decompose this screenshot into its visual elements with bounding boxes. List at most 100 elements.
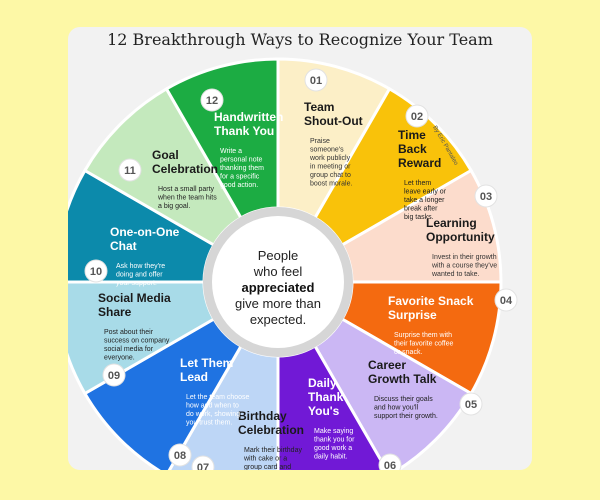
- center-text-1: People: [258, 248, 298, 263]
- segment-desc-03: with a course they've: [431, 263, 497, 270]
- segment-desc-07: group card and: [244, 464, 291, 470]
- segment-desc-08: do work, showing: [186, 411, 240, 418]
- number-label-11: 11: [124, 165, 136, 177]
- number-label-10: 10: [90, 266, 102, 278]
- segment-desc-12: for a specific: [220, 174, 260, 181]
- segment-desc-02: leave early or: [404, 189, 447, 196]
- segment-desc-10: doing and offer: [116, 272, 163, 279]
- number-label-01: 01: [310, 75, 322, 87]
- segment-title-08: Let Them: [180, 356, 233, 370]
- segment-desc-06: daily habit.: [314, 454, 348, 461]
- segment-desc-01: in meeting or: [310, 164, 351, 171]
- segment-title-06: Daily: [308, 376, 337, 390]
- segment-title-09: Share: [98, 305, 132, 319]
- segment-desc-05: and how you'll: [374, 405, 419, 412]
- segment-title-02: Back: [398, 142, 427, 156]
- segment-desc-10: your support.: [116, 280, 157, 287]
- segment-desc-09: social media for: [104, 346, 154, 353]
- segment-desc-09: everyone.: [104, 355, 135, 362]
- segment-desc-01: group chat to: [310, 172, 351, 179]
- segment-title-03: Learning: [426, 216, 477, 230]
- number-label-08: 08: [174, 450, 186, 462]
- segment-title-06: Thank: [308, 390, 344, 404]
- segment-desc-10: Ask how they're: [116, 263, 165, 270]
- segment-desc-09: Post about their: [104, 329, 154, 336]
- segment-title-05: Growth Talk: [368, 372, 437, 386]
- segment-title-11: Celebration: [152, 162, 218, 176]
- segment-title-12: Thank You: [214, 124, 274, 138]
- number-badge-09: [102, 363, 126, 387]
- segment-desc-05: support their growth.: [374, 413, 438, 420]
- page-title: 12 Breakthrough Ways to Recognize Your T…: [107, 30, 493, 49]
- segment-title-04: Favorite Snack: [388, 294, 474, 308]
- segment-title-02: Reward: [398, 156, 441, 170]
- segment-title-04: Surprise: [388, 308, 437, 322]
- segment-title-07: Birthday: [238, 409, 287, 423]
- segment-desc-01: work publicly: [309, 155, 351, 162]
- segment-title-07: Celebration: [238, 423, 304, 437]
- number-badge-06: [378, 453, 402, 470]
- number-label-03: 03: [480, 191, 492, 203]
- segment-desc-11: when the team hits: [157, 195, 217, 202]
- number-badge-12: [200, 88, 224, 112]
- number-label-12: 12: [206, 95, 218, 107]
- segment-desc-06: thank you for: [314, 437, 355, 444]
- segment-desc-07: Mark their birthday: [244, 447, 302, 454]
- segment-title-01: Team: [304, 100, 334, 114]
- number-label-06: 06: [384, 460, 396, 470]
- segment-desc-12: good action.: [220, 182, 258, 189]
- segment-desc-06: good work a: [314, 445, 352, 452]
- number-label-09: 09: [108, 370, 120, 382]
- segment-desc-07: with cake or a: [243, 456, 287, 463]
- segment-desc-03: Invest in their growth: [432, 254, 497, 261]
- segment-desc-12: Write a: [220, 148, 242, 155]
- segment-desc-01: Praise: [310, 138, 330, 145]
- segment-desc-08: how and when to: [186, 403, 239, 410]
- segment-desc-02: big tasks.: [404, 214, 434, 221]
- number-label-02: 02: [411, 111, 423, 123]
- segment-desc-02: Let them: [404, 180, 431, 187]
- number-badge-01: [304, 68, 328, 92]
- number-badge-11: [118, 158, 142, 182]
- segment-desc-02: take a longer: [404, 197, 445, 204]
- segment-desc-04: their favorite coffee: [394, 341, 454, 348]
- segment-desc-08: Let the team choose: [186, 394, 250, 401]
- segment-title-09: Social Media: [98, 291, 171, 305]
- segment-desc-01: someone's: [310, 147, 344, 154]
- number-badge-02: [405, 104, 429, 128]
- segment-desc-08: you trust them.: [186, 420, 232, 427]
- segment-title-01: Shout-Out: [304, 114, 363, 128]
- segment-desc-03: wanted to take.: [431, 271, 480, 278]
- center-text-4: give more than: [235, 296, 321, 311]
- number-label-05: 05: [465, 399, 477, 411]
- segment-desc-12: personal note: [220, 157, 263, 164]
- segment-desc-05: Discuss their goals: [374, 396, 433, 403]
- number-label-04: 04: [500, 295, 513, 307]
- segment-title-05: Career: [368, 358, 406, 372]
- segment-desc-04: or snack.: [394, 349, 422, 356]
- segment-title-02: Time: [398, 128, 426, 142]
- center-text-2: who feel: [253, 264, 303, 279]
- segment-desc-01: boost morale.: [310, 181, 352, 188]
- segment-title-10: One-on-One: [110, 225, 180, 239]
- segment-desc-06: Make saying: [314, 428, 353, 435]
- segment-desc-11: Host a small party: [158, 186, 215, 193]
- number-badge-08: [168, 443, 192, 467]
- number-label-07: 07: [197, 462, 209, 470]
- segment-desc-09: success on company: [104, 338, 170, 345]
- segment-title-11: Goal: [152, 148, 179, 162]
- segment-title-06: You's: [308, 404, 340, 418]
- segment-title-08: Lead: [180, 370, 208, 384]
- segment-title-10: Chat: [110, 239, 137, 253]
- segment-desc-11: a big goal.: [158, 203, 190, 210]
- segment-desc-04: Surprise them with: [394, 332, 452, 339]
- number-badge-04: [494, 288, 518, 312]
- number-badge-05: [459, 392, 483, 416]
- center-text-3: appreciated: [242, 280, 315, 295]
- number-badge-03: [474, 184, 498, 208]
- segment-desc-12: thanking them: [220, 165, 264, 172]
- segment-desc-02: break after: [404, 206, 438, 213]
- number-badge-10: [84, 259, 108, 283]
